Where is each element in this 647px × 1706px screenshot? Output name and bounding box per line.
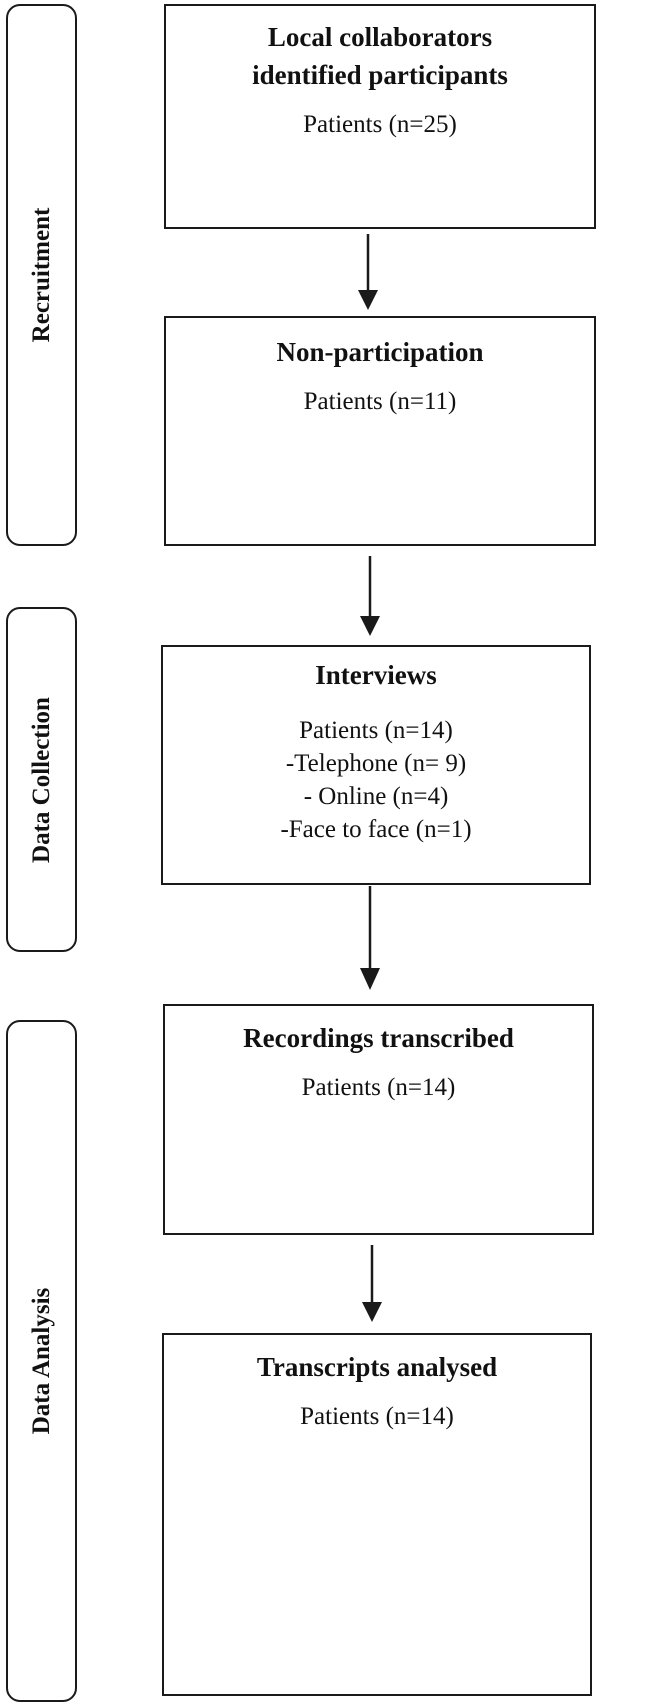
phase-data-collection: Data Collection: [6, 607, 77, 952]
step-transcripts-analysed: Transcripts analysed Patients (n=14): [162, 1333, 592, 1696]
step-local-collaborators-title-line1: Local collaborators: [267, 22, 493, 52]
step-interviews-count: Patients (n=14): [299, 717, 453, 744]
step-transcripts-analysed-title: Transcripts analysed: [256, 1352, 498, 1382]
phase-recruitment: Recruitment: [6, 4, 77, 546]
step-recordings-transcribed-count: Patients (n=14): [301, 1074, 456, 1101]
arrow-down-icon: [362, 1245, 382, 1322]
step-local-collaborators: Local collaborators identified participa…: [164, 4, 596, 229]
step-interviews-mode-face-to-face: -Face to face (n=1): [280, 816, 472, 843]
arrow-down-icon: [358, 234, 378, 310]
step-local-collaborators-title-line2: identified participants: [252, 60, 508, 90]
arrow-down-icon: [360, 556, 380, 636]
step-interviews: Interviews Patients (n=14) -Telephone (n…: [161, 645, 591, 885]
step-non-participation-title: Non-participation: [276, 337, 484, 367]
arrow-down-icon: [360, 886, 380, 990]
step-interviews-mode-telephone: -Telephone (n= 9): [285, 750, 467, 777]
phase-data-analysis: Data Analysis: [6, 1020, 77, 1702]
step-interviews-mode-online: - Online (n=4): [303, 783, 449, 810]
step-interviews-title: Interviews: [315, 660, 437, 690]
step-recordings-transcribed-title: Recordings transcribed: [243, 1023, 514, 1053]
step-transcripts-analysed-count: Patients (n=14): [300, 1403, 454, 1430]
step-local-collaborators-count: Patients (n=25): [303, 111, 457, 138]
step-non-participation: Non-participation Patients (n=11): [164, 316, 596, 546]
step-non-participation-count: Patients (n=11): [303, 388, 457, 415]
step-recordings-transcribed: Recordings transcribed Patients (n=14): [163, 1004, 594, 1235]
